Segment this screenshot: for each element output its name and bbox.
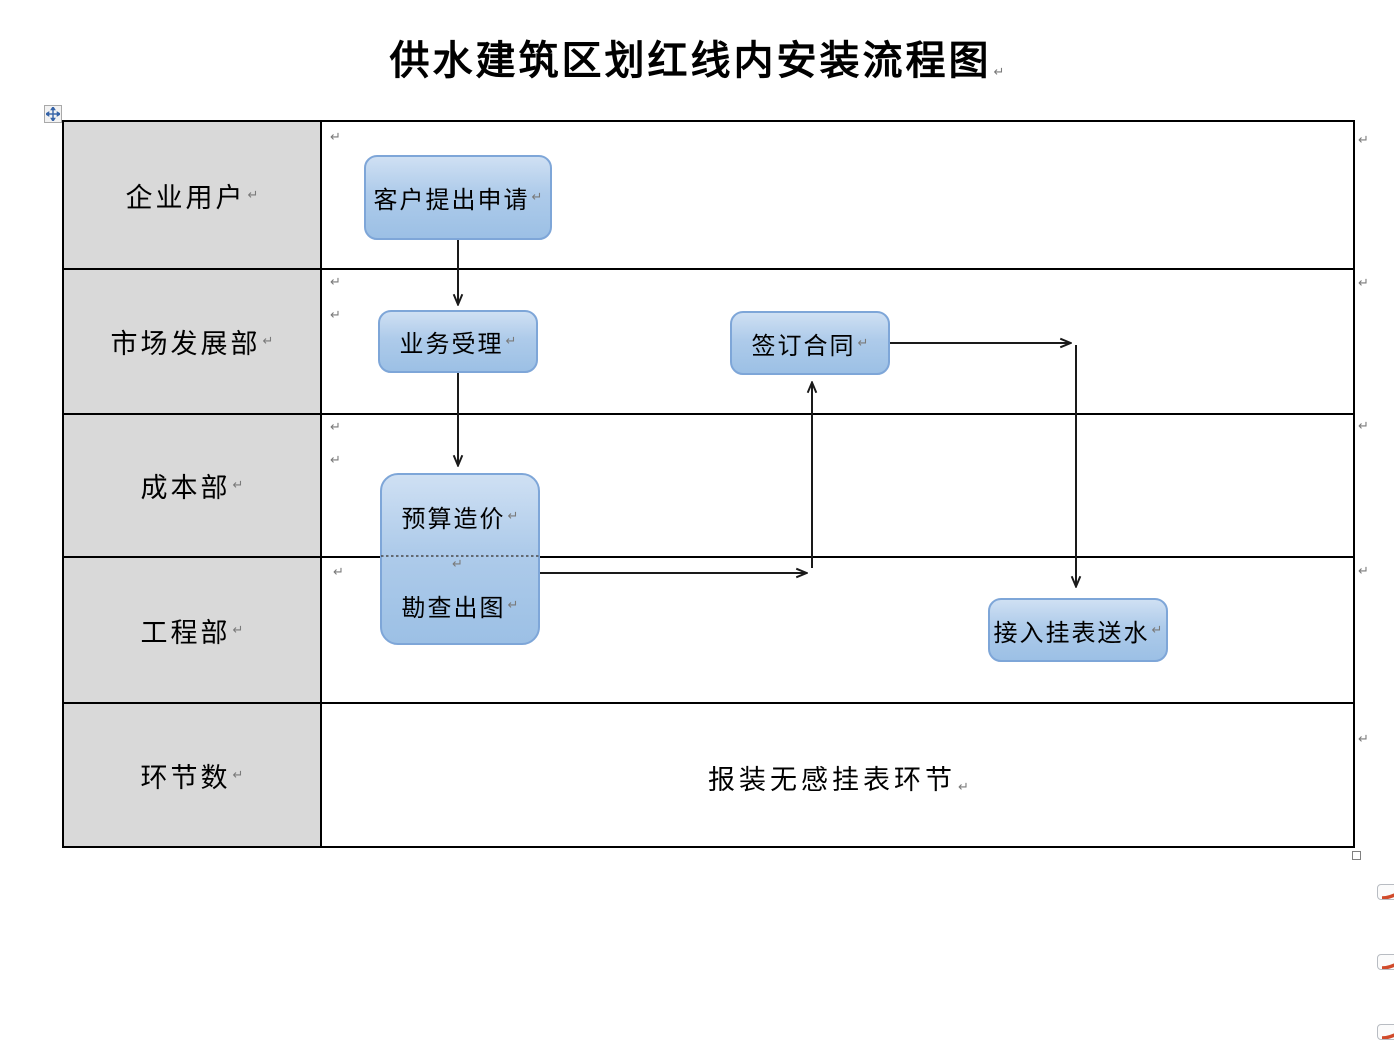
table-resize-handle[interactable] [1352, 851, 1361, 860]
red-swoosh-icon [1381, 963, 1394, 969]
pilcrow-mark: ↵ [1151, 622, 1163, 638]
node-customer-apply[interactable]: 客户提出申请↵ [364, 155, 552, 240]
table-move-handle[interactable] [44, 105, 62, 123]
page-edge-marker [1377, 884, 1394, 900]
pilcrow-mark: ↵ [1358, 276, 1369, 291]
lane-row-market-dev: 市场发展部↵ [64, 270, 1353, 415]
lane-row-enterprise-user: 企业用户↵ [64, 122, 1353, 270]
page-title: 供水建筑区划红线内安装流程图↵ [0, 28, 1394, 86]
lane-header-cost-dept: 成本部↵ [64, 415, 322, 556]
node-connect-meter[interactable]: 接入挂表送水↵ [988, 598, 1168, 662]
lane-label: 工程部 [140, 617, 231, 648]
lane-label: 环节数 [140, 762, 231, 793]
node-label: 接入挂表送水 [993, 620, 1150, 647]
node-budget-cost: 预算造价↵ [382, 475, 538, 558]
node-budget-and-survey[interactable]: 预算造价↵ 勘查出图↵ [380, 473, 540, 645]
pilcrow-mark: ↵ [993, 65, 1005, 80]
node-business-accept[interactable]: 业务受理↵ [378, 310, 538, 373]
lane-row-cost-dept: 成本部↵ [64, 415, 1353, 558]
pilcrow-mark: ↵ [232, 767, 244, 783]
page-edge-marker [1377, 954, 1394, 970]
pilcrow-mark: ↵ [247, 187, 259, 203]
node-label: 预算造价 [401, 507, 506, 533]
node-label: 业务受理 [399, 332, 504, 358]
footer-note-text: 报装无感挂表环节 [708, 765, 957, 795]
pilcrow-mark: ↵ [262, 334, 274, 349]
lane-label: 企业用户 [125, 182, 246, 213]
lane-header-engineering-dept: 工程部↵ [64, 558, 322, 702]
node-label: 勘查出图 [401, 596, 506, 622]
pilcrow-mark: ↵ [330, 420, 341, 435]
pilcrow-mark: ↵ [1358, 732, 1369, 747]
footer-note: 报装无感挂表环节↵ [322, 758, 1355, 797]
move-arrows-icon [46, 107, 60, 121]
lane-header-enterprise-user: 企业用户↵ [64, 122, 322, 268]
pilcrow-mark: ↵ [330, 275, 341, 290]
pilcrow-mark: ↵ [232, 622, 244, 638]
node-label: 签订合同 [751, 333, 856, 360]
pilcrow-mark: ↵ [232, 478, 244, 493]
pilcrow-mark: ↵ [1358, 419, 1369, 434]
node-label: 客户提出申请 [373, 188, 530, 214]
pilcrow-mark: ↵ [531, 190, 543, 205]
pilcrow-mark: ↵ [1358, 133, 1369, 148]
pilcrow-mark: ↵ [333, 565, 344, 580]
node-sign-contract[interactable]: 签订合同↵ [730, 311, 890, 375]
lane-label: 市场发展部 [110, 329, 261, 359]
pilcrow-mark: ↵ [505, 334, 517, 349]
pilcrow-mark: ↵ [1358, 564, 1369, 579]
swimlane-table: 企业用户↵ 市场发展部↵ 成本部↵ 工程部↵ 环节数↵ [62, 120, 1355, 848]
pilcrow-mark: ↵ [452, 557, 463, 572]
red-swoosh-icon [1381, 893, 1394, 899]
pilcrow-mark: ↵ [857, 335, 869, 351]
pilcrow-mark: ↵ [507, 598, 519, 613]
lane-header-step-count: 环节数↵ [64, 704, 322, 846]
pilcrow-mark: ↵ [507, 509, 519, 524]
lane-header-market-dev: 市场发展部↵ [64, 270, 322, 413]
lane-row-engineering-dept: 工程部↵ [64, 558, 1353, 704]
pilcrow-mark: ↵ [958, 780, 969, 795]
lane-label: 成本部 [140, 473, 231, 503]
page-title-text: 供水建筑区划红线内安装流程图 [389, 38, 992, 83]
pilcrow-mark: ↵ [330, 130, 341, 145]
lane-row-step-count: 环节数↵ [64, 704, 1353, 846]
node-survey-drawing: 勘查出图↵ [382, 564, 538, 647]
pilcrow-mark: ↵ [330, 308, 341, 323]
pilcrow-mark: ↵ [330, 453, 341, 468]
